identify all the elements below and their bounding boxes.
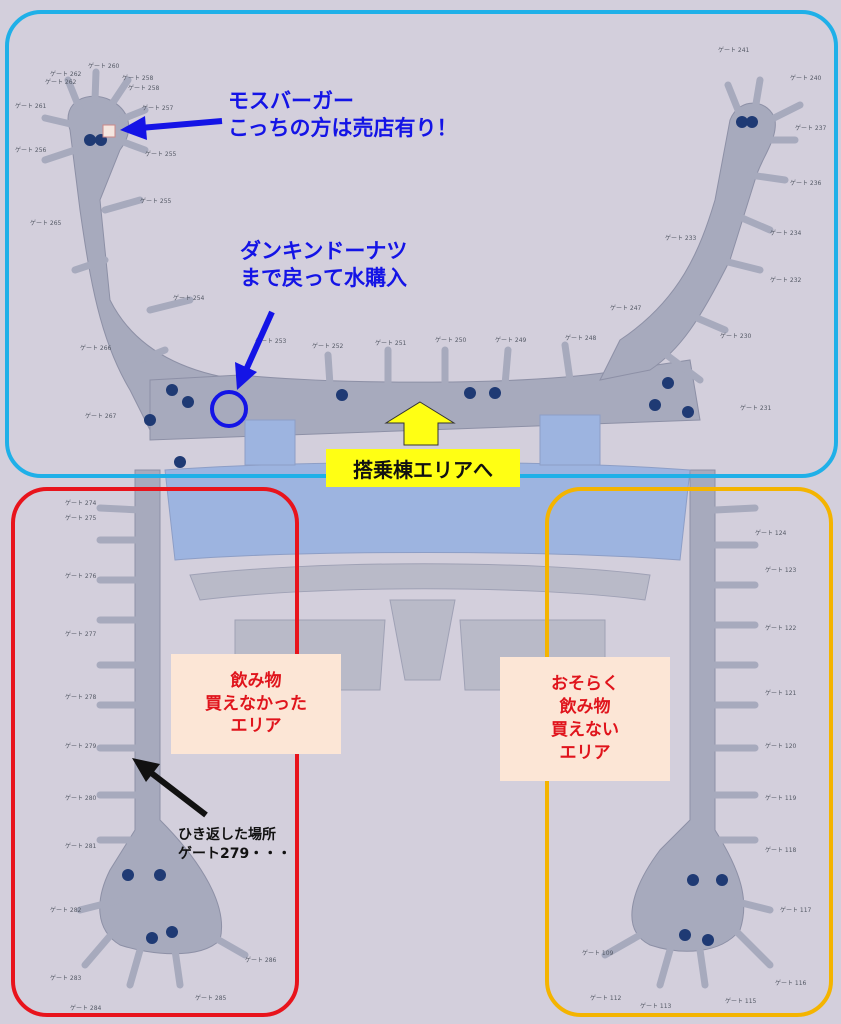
gate-label: ゲート 120	[765, 742, 797, 750]
gate-label: ゲート 267	[85, 412, 117, 420]
mos-burger-title: モスバーガー	[228, 89, 354, 113]
gate-label: ゲート 252	[312, 342, 344, 350]
gate-label: ゲート 281	[65, 842, 97, 850]
gate-label: ゲート 266	[80, 344, 112, 352]
gate-label: ゲート 249	[495, 336, 527, 344]
gate-label: ゲート 286	[245, 956, 277, 964]
gate-label: ゲート 237	[795, 124, 827, 132]
dunkin-title: ダンキンドーナツ	[240, 239, 408, 263]
gate-label: ゲート 112	[590, 994, 622, 1002]
gate-label: ゲート 255	[145, 150, 177, 158]
gate-label: ゲート 234	[770, 229, 802, 237]
mos-burger-annotation: モスバーガー こっちの方は売店有り！	[228, 88, 458, 143]
gate-label: ゲート 262	[45, 78, 77, 86]
gate-label: ゲート 122	[765, 624, 797, 632]
gate-label: ゲート 251	[375, 339, 407, 347]
left-area-line: 買えなかった	[205, 693, 307, 714]
gate-label: ゲート 261	[15, 102, 47, 110]
gate-label: ゲート 278	[65, 693, 97, 701]
gate-label: ゲート 279	[65, 742, 97, 750]
gate-label: ゲート 285	[195, 994, 227, 1002]
gate-label: ゲート 283	[50, 974, 82, 982]
gate-label: ゲート 113	[640, 1002, 672, 1010]
gate-label: ゲート 262	[50, 70, 82, 78]
mos-burger-note: こっちの方は売店有り！	[228, 116, 458, 141]
right-area-label: おそらく 飲み物 買えない エリア	[500, 657, 670, 781]
gate-label: ゲート 247	[610, 304, 642, 312]
to-concourse-label: 搭乗棟エリアへ	[326, 449, 520, 487]
gate-label: ゲート 254	[173, 294, 205, 302]
turnback-title: ひき返した場所	[178, 827, 276, 843]
left-area-line: 飲み物	[230, 670, 282, 691]
gate-label: ゲート 260	[88, 62, 120, 70]
arrow-to-mos-burger	[120, 116, 223, 140]
dunkin-note: まで戻って水購入	[240, 266, 407, 291]
right-area-line: 買えない	[551, 720, 619, 740]
gate-label: ゲート 124	[755, 529, 787, 537]
dunkin-annotation: ダンキンドーナツ まで戻って水購入	[240, 238, 407, 293]
gate-label: ゲート 109	[582, 949, 614, 957]
gate-label: ゲート 236	[790, 179, 822, 187]
gate-labels-right-pier: ゲート 124 ゲート 123 ゲート 122 ゲート 121 ゲート 120 ゲート…	[582, 529, 812, 1010]
gate-label: ゲート 257	[142, 104, 174, 112]
facility-icons	[84, 116, 758, 946]
gate-label: ゲート 232	[770, 276, 802, 284]
gate-label: ゲート 256	[15, 146, 47, 154]
gate-label: ゲート 274	[65, 499, 97, 507]
gate-label: ゲート 240	[790, 74, 822, 82]
gate-label: ゲート 276	[65, 572, 97, 580]
gate-label: ゲート 258	[122, 74, 154, 82]
gate-labels-left-pier: ゲート 274 ゲート 275 ゲート 276 ゲート 277 ゲート 278 ゲート…	[50, 499, 277, 1012]
right-area-line: おそらく	[551, 674, 619, 695]
gate-label: ゲート 250	[435, 336, 467, 344]
right-area-line: 飲み物	[559, 697, 611, 718]
terminal-top-left-pier	[67, 95, 241, 431]
arrow-up-to-concourse	[384, 401, 456, 446]
gate-label: ゲート 255	[140, 197, 172, 205]
left-area-label: 飲み物 買えなかった エリア	[171, 654, 341, 754]
dunkin-location-marker	[210, 390, 248, 428]
gate-label: ゲート 123	[765, 566, 797, 574]
gate-label: ゲート 282	[50, 906, 82, 914]
left-area-line: エリア	[230, 716, 282, 737]
gate-label: ゲート 248	[565, 334, 597, 342]
gate-label: ゲート 280	[65, 794, 97, 802]
gate-label: ゲート 230	[720, 332, 752, 340]
gate-label: ゲート 277	[65, 630, 97, 638]
gate-label: ゲート 121	[765, 689, 797, 697]
gate-label: ゲート 233	[665, 234, 697, 242]
gate-jetways	[41, 68, 804, 989]
mos-burger-icon	[102, 124, 116, 138]
zone-boarding-area	[5, 10, 838, 478]
gate-label: ゲート 119	[765, 794, 797, 802]
right-area-line: エリア	[559, 742, 611, 763]
gate-label: ゲート 258	[128, 84, 160, 92]
arrow-to-dunkin	[235, 310, 275, 390]
turnback-gate: ゲート279・・・	[178, 845, 292, 862]
gate-label: ゲート 117	[780, 906, 812, 914]
gate-label: ゲート 284	[70, 1004, 102, 1012]
gate-label: ゲート 275	[65, 514, 97, 522]
gate-labels-top-right: ゲート 241 ゲート 240 ゲート 237 ゲート 236 ゲート 234 ゲート…	[665, 46, 827, 412]
gate-labels-top-center: ゲート 252 ゲート 251 ゲート 250 ゲート 249 ゲート 248 ゲート…	[312, 304, 642, 350]
gate-labels-top-left: ゲート 262 ゲート 260 ゲート 262 ゲート 258 ゲート 258 ゲート…	[15, 62, 287, 420]
gate-label: ゲート 118	[765, 846, 797, 854]
arrow-to-gate-279	[132, 758, 208, 818]
gate-label: ゲート 115	[725, 997, 757, 1005]
gate-label: ゲート 116	[775, 979, 807, 987]
gate-label: ゲート 231	[740, 404, 772, 412]
gate-label: ゲート 265	[30, 219, 62, 227]
gate-label: ゲート 253	[255, 337, 287, 345]
gate-label: ゲート 241	[718, 46, 750, 54]
turnback-annotation: ひき返した場所 ゲート279・・・	[178, 826, 291, 864]
